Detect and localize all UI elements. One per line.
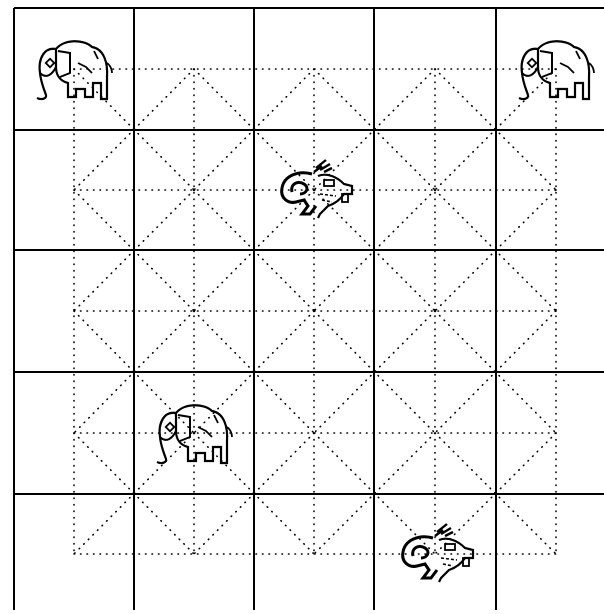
dragon-icon[interactable] xyxy=(282,160,352,218)
dragon-icon[interactable] xyxy=(403,524,473,582)
dotted-guide-grid xyxy=(74,69,556,554)
